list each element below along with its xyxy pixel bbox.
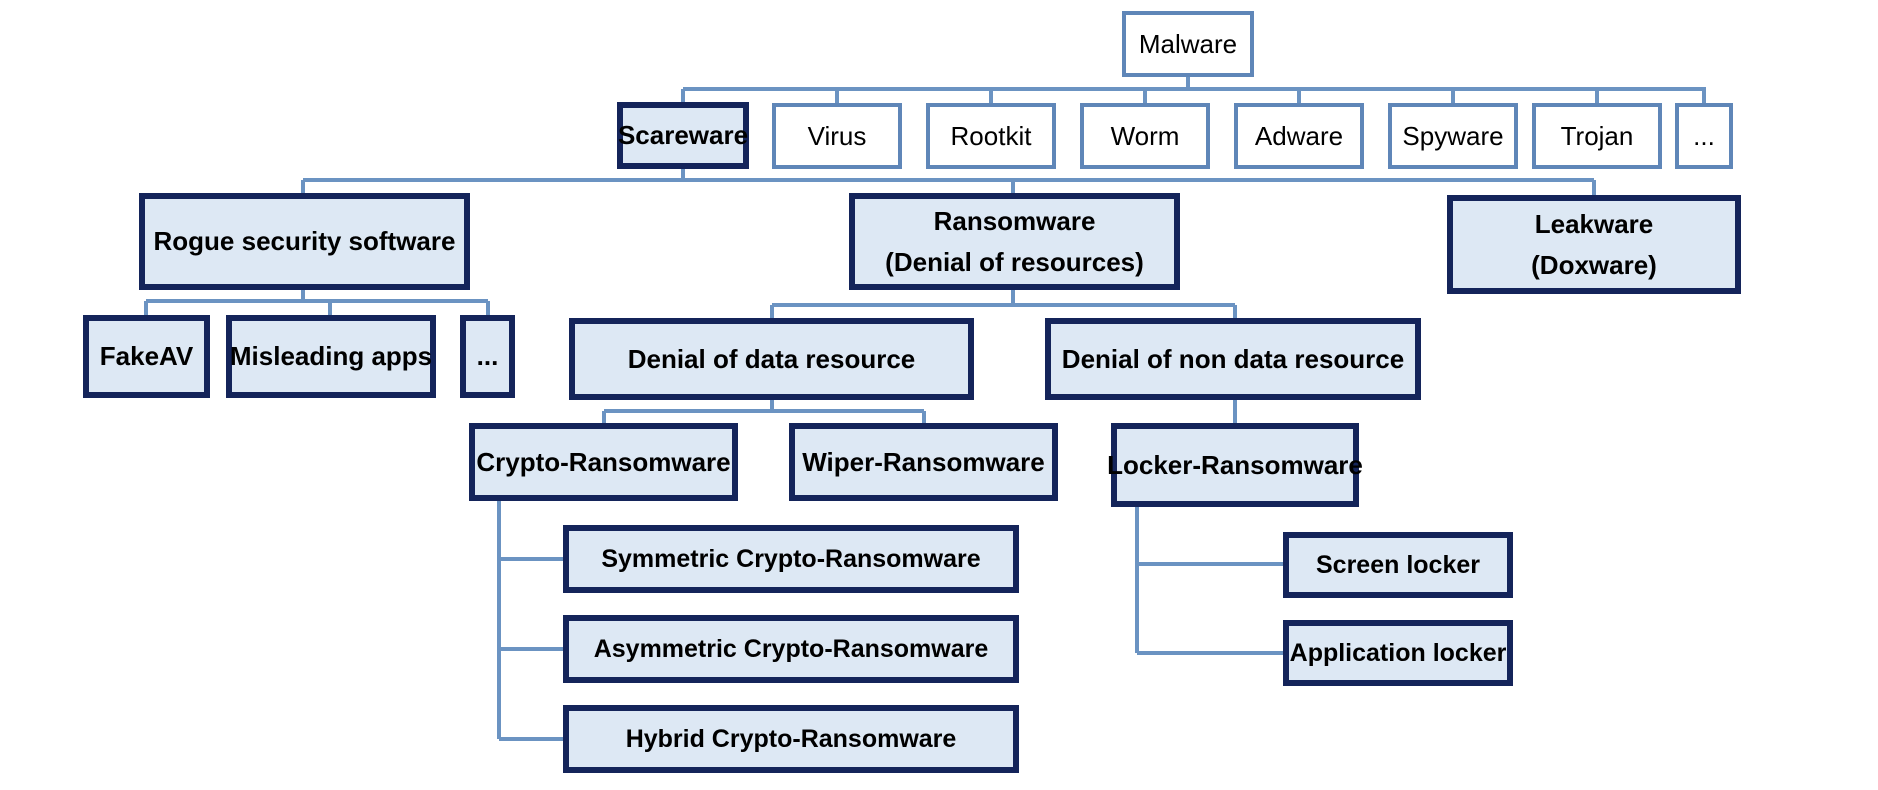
node-symmetric-label: Symmetric Crypto-Ransomware: [601, 544, 981, 573]
node-asymmetric-label: Asymmetric Crypto-Ransomware: [593, 634, 989, 663]
node-virus[interactable]: Virus: [772, 103, 902, 169]
connector-locker-children: [1135, 507, 1283, 655]
node-rogue-more[interactable]: ...: [460, 315, 515, 398]
node-fakeav[interactable]: FakeAV: [83, 315, 210, 398]
node-fakeav-label: FakeAV: [99, 341, 194, 372]
node-rogue-more-label: ...: [476, 341, 499, 372]
node-malware-label: Malware: [1138, 28, 1238, 59]
connector-scareware-children: [301, 169, 1596, 195]
connector-rogue-children: [144, 290, 490, 315]
node-wiper-label: Wiper-Ransomware: [802, 446, 1045, 477]
node-denial-of-data-resource[interactable]: Denial of data resource: [569, 318, 974, 400]
connector-denial-data-children: [602, 400, 926, 423]
node-hybrid-label: Hybrid Crypto-Ransomware: [625, 724, 957, 753]
node-spyware[interactable]: Spyware: [1388, 103, 1518, 169]
node-rogue-label: Rogue security software: [153, 226, 456, 257]
node-malware[interactable]: Malware: [1122, 11, 1254, 77]
node-misleading-label: Misleading apps: [229, 341, 433, 372]
node-top-more[interactable]: ...: [1675, 103, 1733, 169]
node-leakware-label-line1: Leakware: [1534, 209, 1654, 240]
node-screen-locker-label: Screen locker: [1316, 550, 1480, 579]
node-spyware-label: Spyware: [1402, 120, 1504, 151]
node-leakware[interactable]: Leakware (Doxware): [1447, 195, 1741, 294]
node-scareware[interactable]: Scareware: [617, 102, 749, 169]
node-trojan-label: Trojan: [1560, 120, 1634, 151]
node-worm[interactable]: Worm: [1080, 103, 1210, 169]
node-ransomware-label-line2: (Denial of resources): [885, 246, 1144, 277]
node-denial-of-non-data-resource[interactable]: Denial of non data resource: [1045, 318, 1421, 400]
node-virus-label: Virus: [807, 120, 867, 151]
node-crypto-ransomware[interactable]: Crypto-Ransomware: [469, 423, 738, 501]
node-asymmetric-crypto-ransomware[interactable]: Asymmetric Crypto-Ransomware: [563, 615, 1019, 683]
node-application-locker[interactable]: Application locker: [1283, 620, 1513, 686]
node-symmetric-crypto-ransomware[interactable]: Symmetric Crypto-Ransomware: [563, 525, 1019, 593]
node-adware[interactable]: Adware: [1234, 103, 1364, 169]
node-misleading-apps[interactable]: Misleading apps: [226, 315, 436, 398]
node-wiper-ransomware[interactable]: Wiper-Ransomware: [789, 423, 1058, 501]
node-screen-locker[interactable]: Screen locker: [1283, 532, 1513, 598]
node-ransomware[interactable]: Ransomware (Denial of resources): [849, 193, 1180, 290]
node-crypto-label: Crypto-Ransomware: [476, 446, 731, 477]
node-trojan[interactable]: Trojan: [1532, 103, 1662, 169]
node-rootkit-label: Rootkit: [950, 120, 1032, 151]
node-ransomware-label-line1: Ransomware: [933, 206, 1096, 237]
connector-ransomware-children: [770, 290, 1237, 318]
node-locker-label: Locker-Ransomware: [1107, 449, 1363, 480]
node-locker-ransomware[interactable]: Locker-Ransomware: [1107, 423, 1363, 507]
node-leakware-label-line2: (Doxware): [1531, 249, 1657, 280]
node-application-locker-label: Application locker: [1289, 638, 1507, 667]
node-adware-label: Adware: [1254, 120, 1344, 151]
node-denial-data-label: Denial of data resource: [627, 343, 916, 374]
node-denial-nondata-label: Denial of non data resource: [1061, 343, 1405, 374]
node-hybrid-crypto-ransomware[interactable]: Hybrid Crypto-Ransomware: [563, 705, 1019, 773]
connector-malware-children: [681, 77, 1706, 103]
node-worm-label: Worm: [1110, 120, 1180, 151]
node-rogue-security-software[interactable]: Rogue security software: [139, 193, 470, 290]
node-top-more-label: ...: [1693, 120, 1715, 151]
connector-crypto-children: [497, 501, 563, 741]
node-rootkit[interactable]: Rootkit: [926, 103, 1056, 169]
node-scareware-label: Scareware: [617, 120, 749, 151]
